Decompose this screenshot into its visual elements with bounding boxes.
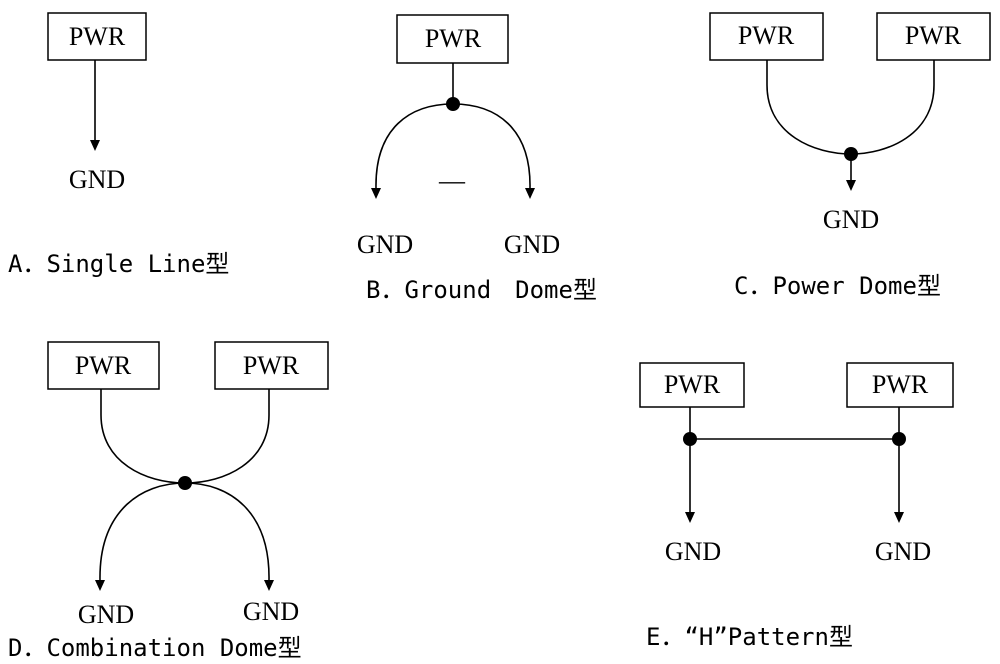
arrow-a	[90, 140, 100, 151]
pwr-label-d-right: PWR	[243, 351, 300, 380]
pwr-box-c-left	[709, 12, 824, 61]
pwr-box-e-left	[639, 362, 745, 408]
wire-d-upper-right-arc	[184, 389, 270, 484]
arrow-b-left	[371, 188, 381, 199]
pwr-box-e-right	[846, 362, 954, 408]
pwr-label-e-left: PWR	[664, 370, 721, 399]
diagram-e-h-pattern: PWR PWR GND GND E．“H”Pattern型	[639, 362, 954, 651]
caption-d: D．Combination Dome型	[8, 634, 302, 662]
gnd-label-e-left: GND	[665, 537, 721, 566]
pwr-box-b	[396, 14, 509, 64]
diagram-d-combination-dome: PWR PWR GND GND D．Combination Dome型	[8, 341, 329, 662]
pwr-label-c-left: PWR	[738, 21, 795, 50]
gnd-label-e-right: GND	[875, 537, 931, 566]
caption-b: B．Ground Dome型	[366, 276, 597, 304]
arrow-b-right	[525, 188, 535, 199]
gnd-label-d-left: GND	[78, 600, 134, 629]
minus-sign-b: —	[438, 166, 466, 195]
wire-b-left-arc	[375, 103, 454, 189]
node-b	[446, 97, 460, 111]
arrow-e-left	[685, 512, 695, 523]
pwr-label-c-right: PWR	[905, 21, 962, 50]
arrow-c	[846, 180, 856, 191]
wire-d-upper-left-arc	[100, 389, 186, 484]
diagram-c-power-dome: PWR PWR GND C．Power Dome型	[709, 12, 991, 300]
pwr-label-d-left: PWR	[75, 351, 132, 380]
wire-c-left-arc	[766, 60, 852, 155]
gnd-label-d-right: GND	[243, 597, 299, 626]
pwr-box-a	[47, 12, 147, 61]
gnd-label-a: GND	[69, 165, 125, 194]
gnd-label-b-left: GND	[357, 230, 413, 259]
diagram-b-ground-dome: PWR — GND GND B．Ground Dome型	[357, 14, 597, 304]
gnd-label-c: GND	[823, 205, 879, 234]
wire-c-right-arc	[850, 60, 935, 155]
gnd-label-b-right: GND	[504, 230, 560, 259]
wire-d-lower-right-arc	[184, 482, 270, 581]
caption-c: C．Power Dome型	[734, 272, 941, 300]
node-e-right	[892, 432, 906, 446]
caption-a: A．Single Line型	[8, 250, 229, 278]
arrow-d-right	[264, 580, 274, 591]
pwr-label-a: PWR	[69, 22, 126, 51]
node-d	[178, 476, 192, 490]
wire-d-lower-left-arc	[99, 482, 186, 581]
pwr-label-e-right: PWR	[872, 370, 929, 399]
pwr-box-d-right	[214, 341, 329, 390]
pwr-box-c-right	[876, 12, 991, 61]
diagram-a-single-line: PWR GND A．Single Line型	[8, 12, 229, 278]
arrow-d-left	[95, 580, 105, 591]
node-e-left	[683, 432, 697, 446]
caption-e: E．“H”Pattern型	[646, 623, 853, 651]
pwr-box-d-left	[47, 341, 160, 390]
wire-b-right-arc	[452, 103, 531, 189]
pwr-label-b: PWR	[425, 24, 482, 53]
arrow-e-right	[894, 512, 904, 523]
